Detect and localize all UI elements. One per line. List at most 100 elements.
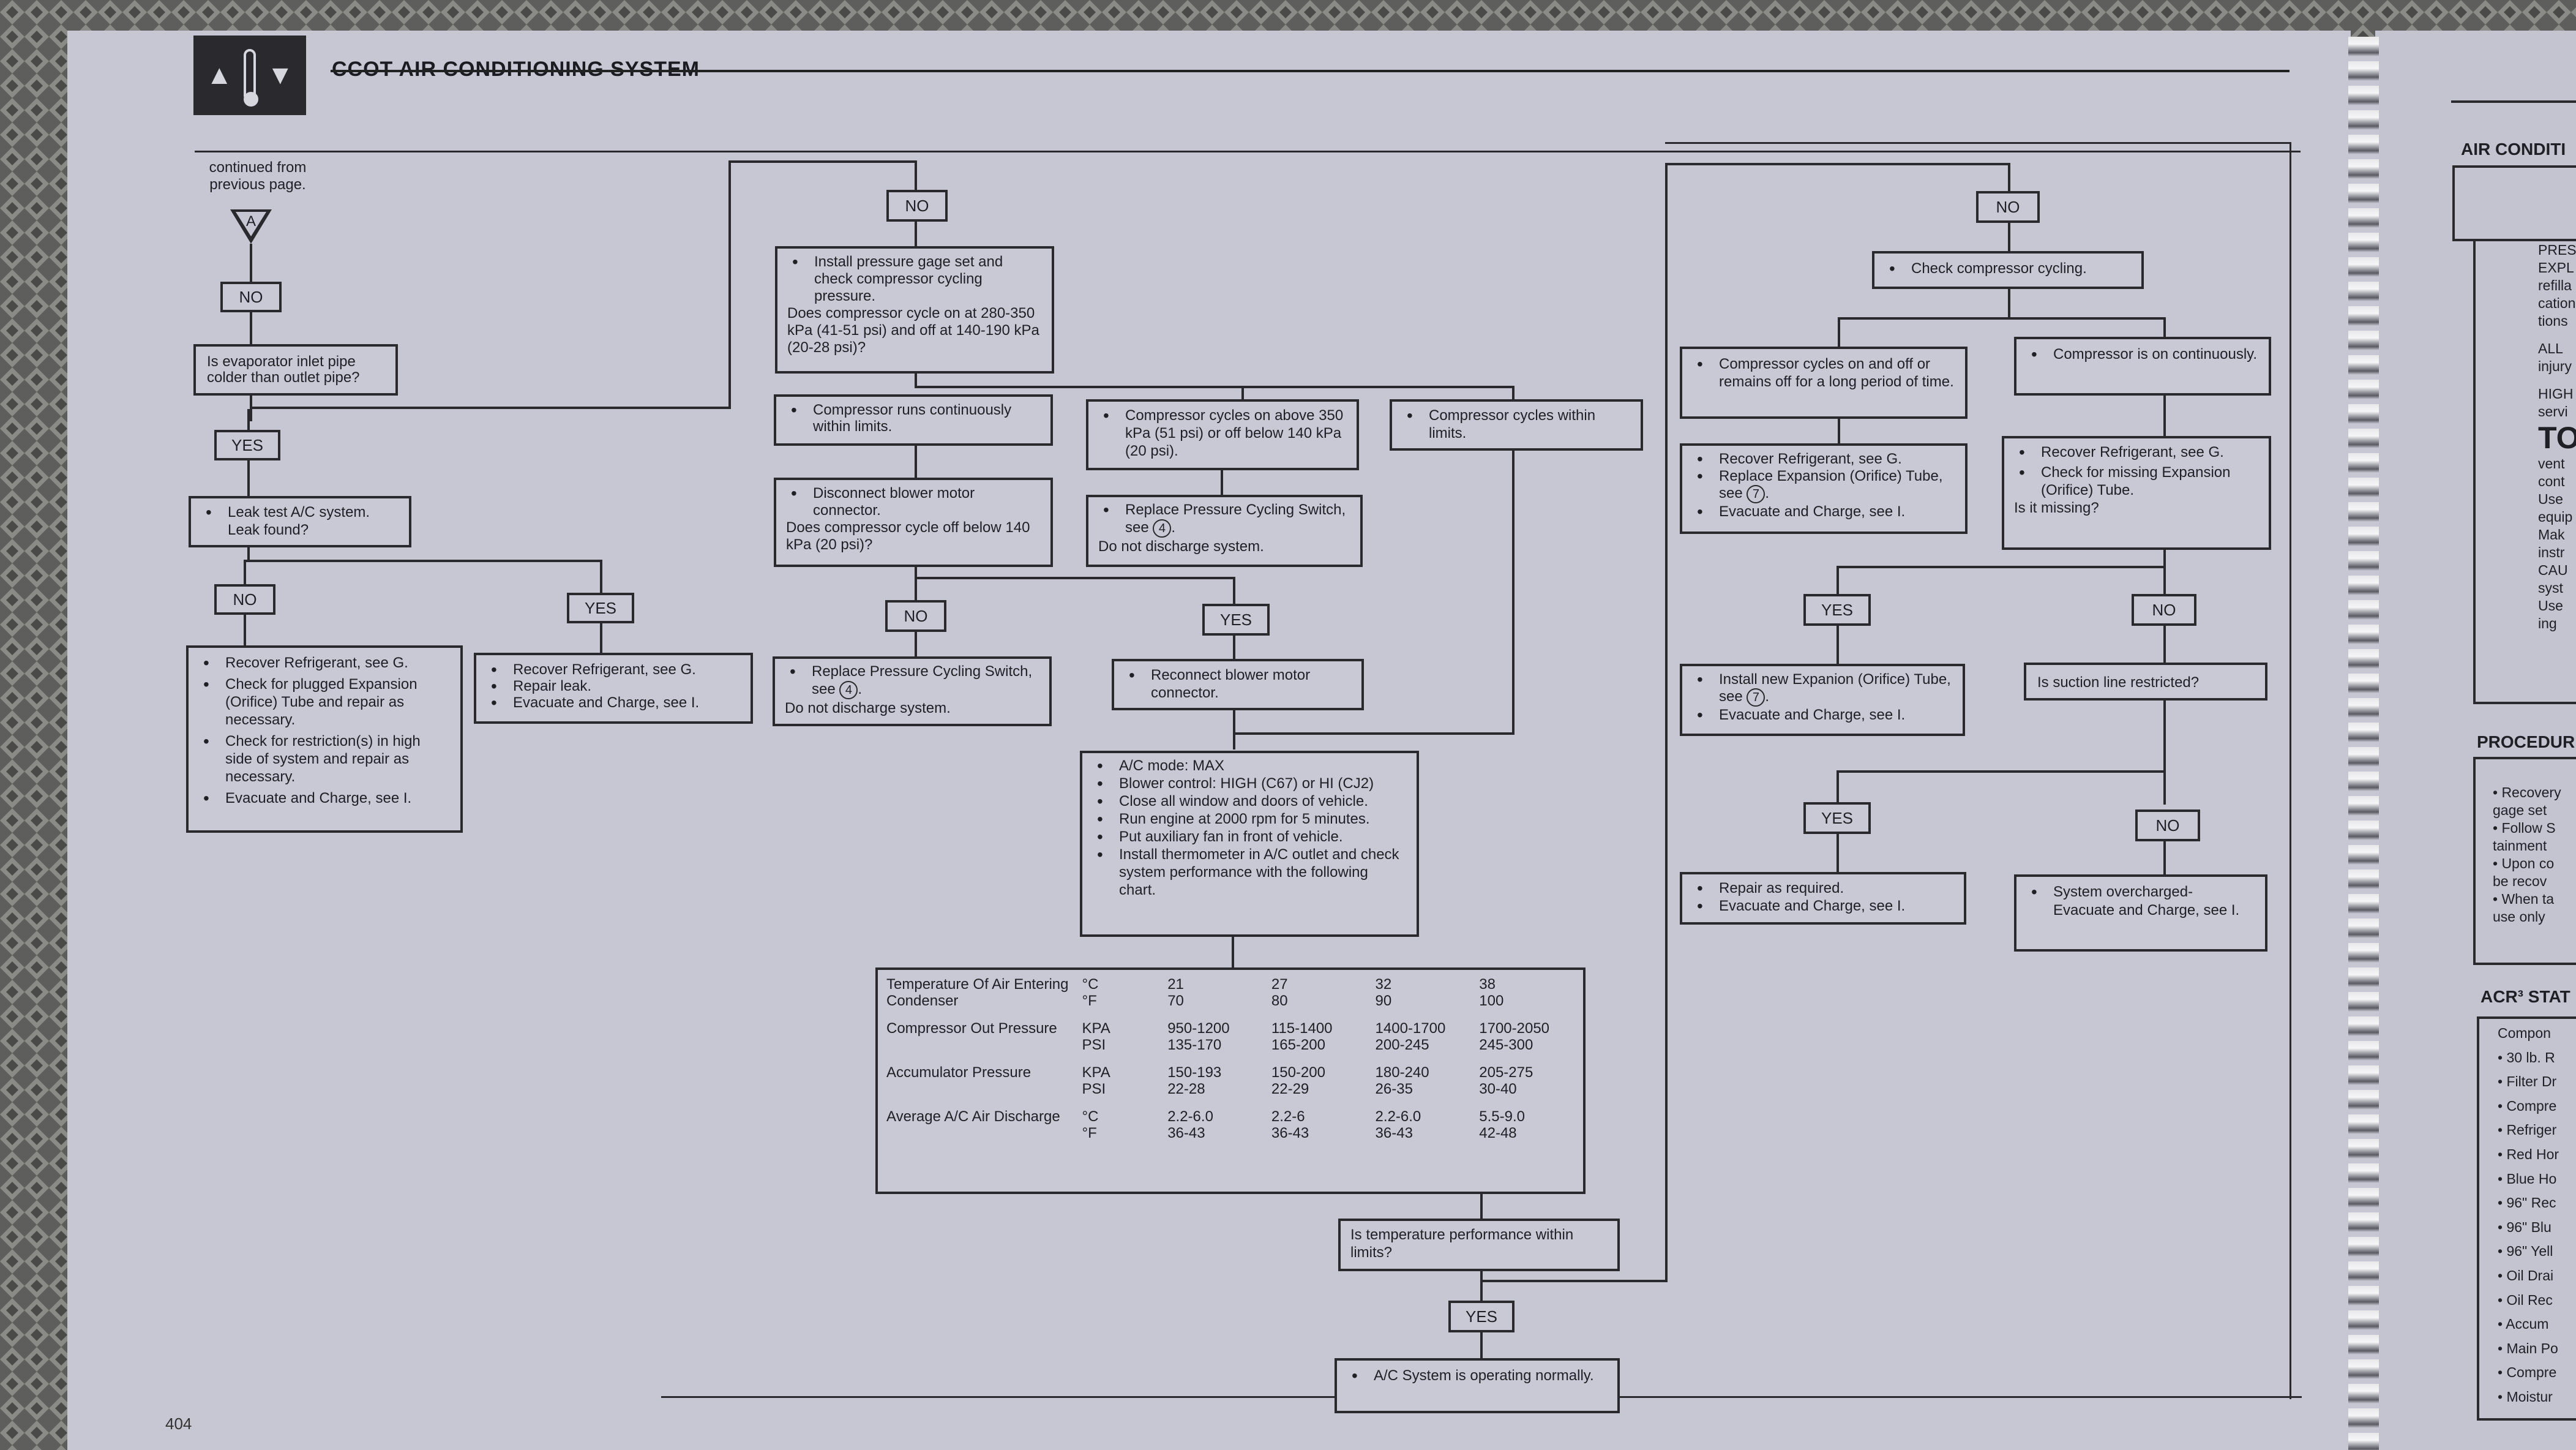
line-yes-perf-down: [1480, 1332, 1483, 1358]
line-split-cycles-within: [1512, 386, 1515, 399]
right-page-warning-box: [2473, 239, 2576, 704]
replace-switch-item: Replace Pressure Cycling Switch, see 4.: [790, 663, 1039, 699]
line-yes-leak: [247, 460, 250, 496]
line-yes-miss-down: [1837, 626, 1839, 664]
line-no-miss-down: [2163, 626, 2166, 663]
line-split-no-disc: [915, 579, 917, 600]
test-setup-item: Blower control: HIGH (C67) or HI (CJ2): [1097, 775, 1407, 792]
no-label-evap: NO: [220, 282, 282, 312]
test-setup-item: A/C mode: MAX: [1097, 757, 1407, 775]
cycles-above-box: Compressor cycles on above 350 kPa (51 p…: [1086, 399, 1359, 470]
yes-label-perf: YES: [1448, 1301, 1515, 1332]
line-merge: [1233, 732, 1515, 735]
install-tube-text: Install new Expanion (Orifice) Tube, see: [1719, 671, 1951, 705]
line-suction-down: [2163, 701, 2166, 805]
missing-item: Check for missing Expansion (Orifice) Tu…: [2019, 464, 2259, 499]
line-top-horizontal: [728, 160, 916, 163]
line-within-down: [1512, 451, 1515, 735]
row-label: Temperature Of Air Entering Condenser: [886, 976, 1069, 1009]
yes-label-evap: YES: [214, 430, 280, 460]
row-label: Average A/C Air Discharge: [886, 1108, 1060, 1125]
right-page-acr-text: Compon• 30 lb. R• Filter Dr• Compre • Re…: [2498, 1025, 2559, 1405]
no-label-right: NO: [1976, 191, 2040, 223]
line-cycling-down: [2008, 289, 2010, 320]
line-suction-yes: [1837, 770, 1839, 802]
suction-restricted-question: Is suction line restricted?: [2024, 663, 2267, 701]
evaporator-pipe-question: Is evaporator inlet pipe colder than out…: [193, 344, 398, 396]
reconnect-item: Reconnect blower motor connector.: [1129, 666, 1352, 702]
no-label-disconnect: NO: [885, 600, 946, 632]
yes-label-suction: YES: [1803, 802, 1871, 834]
reference-circle-4: 4: [839, 681, 858, 699]
line-setup-down: [1232, 937, 1234, 967]
leak-item: Recover Refrigerant, see G.: [491, 661, 741, 678]
right-page-rule: [2451, 100, 2576, 103]
gage-question: Does compressor cycle on at 280-350 kPa …: [787, 305, 1039, 356]
spiral-binding: [2348, 37, 2379, 1450]
line-gage-down: [915, 374, 917, 388]
yes-label-disconnect: YES: [1202, 604, 1270, 636]
line-split-cycles-above: [1241, 386, 1244, 399]
page-title: CCOT AIR CONDITIONING SYSTEM: [332, 58, 700, 81]
replace-switch-text: Replace Pressure Cycling Switch, see: [1125, 501, 1346, 536]
line-leak-down: [247, 547, 250, 562]
line-reconnect-down: [1233, 710, 1235, 749]
connector-line: [250, 244, 252, 282]
content-top-rule: [195, 151, 2301, 152]
thermometer-icon: [244, 49, 256, 102]
manual-page-right: [2375, 31, 2576, 1450]
no-leak-actions: Recover Refrigerant, see G. Check for pl…: [186, 645, 463, 833]
line-table-down: [1480, 1194, 1483, 1219]
line-split-yes-disc: [1233, 577, 1235, 604]
no-leak-item: Recover Refrigerant, see G.: [203, 654, 451, 672]
replace-switch-box-lower: Replace Pressure Cycling Switch, see 4. …: [773, 656, 1052, 726]
line-no-right-down: [2008, 223, 2010, 251]
line-on-down: [2163, 396, 2166, 436]
test-setup-item: Install thermometer in A/C outlet and ch…: [1097, 846, 1407, 899]
test-setup-item: Run engine at 2000 rpm for 5 minutes.: [1097, 810, 1407, 828]
leak-test-box: Leak test A/C system. Leak found?: [189, 496, 411, 547]
line-runs-down: [915, 446, 917, 478]
table-row: Temperature Of Air Entering Condenser °C…: [886, 976, 1583, 1020]
line-gage-split: [915, 386, 1515, 388]
arrow-up-icon: ▲: [206, 60, 233, 90]
gage-item: Install pressure gage set and check comp…: [792, 254, 1042, 305]
line-perf-no-right: [1480, 1280, 1668, 1282]
replace-tube-item: Replace Expansion (Orifice) Tube, see 7.: [1697, 468, 1955, 503]
right-page-acr-title: ACR³ STAT: [2481, 987, 2570, 1006]
line-split-on: [2163, 317, 2166, 337]
right-page-acr-box: [2477, 1016, 2576, 1421]
cycles-within-box: Compressor cycles within limits.: [1390, 399, 1643, 451]
cycles-long-box: Compressor cycles on and off or remains …: [1680, 347, 1968, 419]
leak-item: Repair leak.: [491, 678, 741, 694]
check-cycling-box: Check compressor cycling.: [1872, 251, 2144, 289]
system-normal-box: A/C System is operating normally.: [1335, 1358, 1620, 1413]
reference-circle-4: 4: [1153, 519, 1172, 538]
reference-circle-7: 7: [1747, 485, 1765, 503]
cycles-long-item: Compressor cycles on and off or remains …: [1697, 355, 1955, 391]
cycles-within-item: Compressor cycles within limits.: [1407, 407, 1631, 442]
thermometer-up-down-icon: ▲ ▼: [193, 36, 306, 115]
line-above-down: [1221, 470, 1223, 495]
temp-performance-question: Is temperature performance within limits…: [1338, 1219, 1620, 1271]
pressure-gage-box: Install pressure gage set and check comp…: [775, 246, 1054, 374]
missing-item: Recover Refrigerant, see G.: [2019, 443, 2259, 461]
line-to-middle-top: [250, 407, 731, 409]
line-long-down: [1838, 419, 1840, 443]
row-label: Compressor Out Pressure: [886, 1020, 1057, 1037]
line-no-disc-down: [915, 632, 917, 656]
line-leak-split: [244, 560, 602, 562]
flowchart-frame: [1665, 142, 2291, 1399]
system-normal-item: A/C System is operating normally.: [1352, 1367, 1608, 1384]
line-no-suction-down: [2163, 841, 2166, 874]
line-top-down: [915, 160, 917, 190]
replace-switch-note: Do not discharge system.: [1098, 538, 1264, 555]
